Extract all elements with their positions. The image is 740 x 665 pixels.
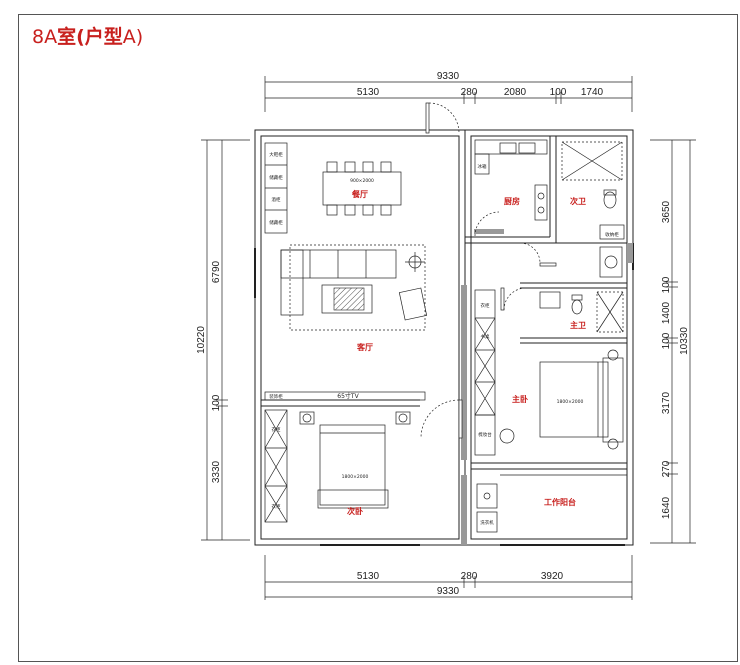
label-tv-cabinet: 装饰柜 (269, 393, 283, 400)
label-table: 900×2000 (350, 178, 374, 184)
room-work-balcony: 工作阳台 (544, 497, 576, 507)
dim-left-2: 100 (211, 394, 222, 411)
dim-bottom-2: 280 (461, 571, 478, 582)
room-master-bath: 主卫 (570, 320, 586, 330)
drawing-frame (18, 14, 738, 662)
label-dresser: 梳妆台 (478, 431, 492, 438)
title-suffix: A) (122, 26, 144, 48)
label-bed-second: 1800×2000 (342, 474, 369, 480)
room-master-bed: 主卧 (512, 394, 528, 404)
dim-top-4: 100 (550, 87, 567, 98)
label-tv: 65寸TV (337, 392, 359, 400)
label-wardrobe-a: 衣柜 (272, 426, 281, 433)
dim-left-3: 3330 (211, 460, 222, 483)
dimension-lines: 9330 5130 280 2080 100 1740 5130 280 392… (196, 71, 696, 600)
dim-right-2: 100 (661, 276, 672, 293)
dim-right-5: 3170 (661, 391, 672, 414)
label-fridge: 冰箱 (478, 163, 487, 170)
label-wardrobe-c: 衣柜 (481, 302, 490, 309)
dim-bottom-1: 5130 (357, 571, 380, 582)
room-living: 客厅 (356, 342, 373, 352)
doors (420, 102, 557, 439)
label-wardrobe-b: 衣柜 (272, 503, 281, 510)
dim-top-total: 9330 (437, 71, 460, 82)
dim-right-4: 100 (661, 332, 672, 349)
label-cab2: 储藏柜 (269, 219, 283, 226)
room-labels: 餐厅 厨房 次卫 主卫 客厅 主卧 次卧 工作阳台 (347, 189, 586, 516)
label-desk: 书桌 (481, 333, 490, 340)
dim-top-5: 1740 (581, 87, 604, 98)
wall-hatch (461, 229, 633, 545)
fixture-labels: 900×2000 1800×2000 1800×2000 65寸TV 装饰柜 大… (269, 151, 619, 526)
title-bold: 室(户型 (57, 26, 123, 48)
room-dining: 餐厅 (351, 189, 368, 199)
label-washer: 洗衣机 (480, 519, 494, 526)
room-second-bed: 次卧 (347, 506, 363, 516)
coffee-table-hatch (333, 287, 365, 311)
dim-top-1: 5130 (357, 87, 380, 98)
room-kitchen: 厨房 (504, 196, 520, 206)
dim-right-1: 3650 (661, 200, 672, 223)
dim-right-3: 1400 (661, 301, 672, 324)
room-second-bath: 次卫 (570, 196, 586, 206)
dim-left-total: 10220 (196, 326, 207, 354)
page-title: 8A室(户型A) (32, 22, 143, 49)
label-bed-master: 1800×2000 (557, 399, 584, 405)
dim-bottom-total: 9330 (437, 586, 460, 597)
dim-top-3: 2080 (504, 87, 527, 98)
title-prefix: 8A (32, 26, 58, 48)
walls (254, 129, 634, 546)
dim-right-7: 1640 (661, 496, 672, 519)
dim-top-2: 280 (461, 87, 478, 98)
label-shoes: 大鞋柜 (269, 151, 283, 158)
dim-left-1: 6790 (211, 260, 222, 283)
dim-right-6: 270 (661, 460, 672, 477)
label-cab1: 储藏柜 (269, 174, 283, 181)
dim-bottom-3: 3920 (541, 571, 564, 582)
kitchen-bath-fixtures (474, 139, 627, 533)
dim-right-total: 10330 (679, 327, 690, 355)
label-storage: 收纳柜 (605, 231, 619, 238)
living-furniture (264, 142, 428, 523)
label-cab3: 酒柜 (272, 196, 281, 203)
